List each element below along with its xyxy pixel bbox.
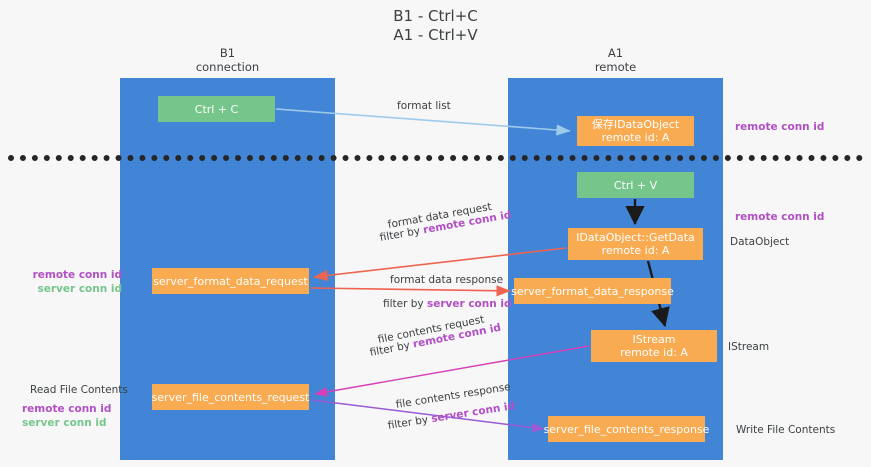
label-istream-side: IStream [728,341,770,353]
filter-by-text: filter by [386,413,433,432]
label-format-list: format list [397,100,451,112]
node-istream[interactable]: IStream remote id: A [591,330,717,362]
label-left-conn-ids-file: remote conn id server conn id [22,402,122,430]
label-write-file-contents: Write File Contents [736,424,836,436]
server-conn-id-text: server conn id [426,298,512,310]
label-read-file-contents: Read File Contents [30,384,128,396]
label-left-conn-ids-format: remote conn id server conn id [22,268,122,296]
node-server-file-contents-response[interactable]: server_file_contents_response [544,416,709,442]
filter-by-text: filter by [368,338,415,359]
phase-divider [8,155,863,161]
diagram-title: B1 - Ctrl+C A1 - Ctrl+V [393,7,478,44]
label-data-object: DataObject [730,236,790,248]
server-conn-id-text: server conn id [37,283,122,295]
node-server-format-data-response[interactable]: server_format_data_response [511,278,674,304]
remote-conn-id-text: remote conn id [32,269,122,281]
node-server-format-data-request[interactable]: server_format_data_request [152,268,309,294]
node-ctrl-v[interactable]: Ctrl + V [577,172,694,198]
label-remote-conn-id-getdata: remote conn id [735,211,825,223]
swimlane-a1-heading: A1 remote [594,46,637,74]
server-conn-id-text: server conn id [22,417,107,429]
node-save-idataobject[interactable]: 保存IDataObject remote id: A [577,116,694,146]
label-remote-conn-id-top: remote conn id [735,121,825,133]
remote-conn-id-text: remote conn id [22,403,112,415]
label-filter-by-server-conn-id-format: filter by server conn id [383,298,512,311]
node-idataobject-getdata[interactable]: IDataObject::GetData remote id: A [568,228,703,260]
node-server-file-contents-request[interactable]: server_file_contents_request [152,384,309,410]
label-format-data-response: format data response [390,274,504,286]
node-ctrl-c[interactable]: Ctrl + C [158,96,275,122]
filter-by-text: filter by [378,224,425,244]
filter-by-text: filter by [383,298,427,310]
swimlane-b1-heading: B1 connection [195,46,260,74]
